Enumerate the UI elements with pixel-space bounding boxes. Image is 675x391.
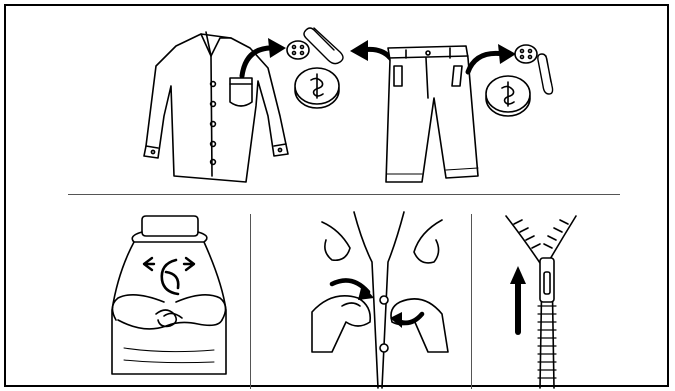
fasten-buttons-panel [292,202,462,389]
close-zipper-panel [502,202,632,389]
arrow-head-icon [498,44,516,64]
arrow-icon [468,53,504,72]
trousers-icon [386,46,478,182]
laundry-preparation-diagram [4,4,669,387]
button-icon [287,41,309,59]
coin-icon [295,68,339,108]
button-fastening-icon [292,202,462,389]
vertical-divider [250,214,251,389]
button-icon [515,45,537,63]
bag-knot-icon [94,202,244,389]
coin-icon [486,76,530,116]
arrow-head-icon [268,38,286,58]
empty-pockets-illustration [6,6,667,196]
paperclip-icon [538,54,553,94]
tie-bag-panel [94,202,244,389]
vertical-divider [471,214,472,389]
empty-pockets-panel [6,6,667,196]
zipper-icon [502,202,632,389]
shirt-icon [144,32,288,182]
arrow-head-icon [350,40,368,61]
paperclip-icon [304,28,343,64]
horizontal-divider [68,194,620,195]
